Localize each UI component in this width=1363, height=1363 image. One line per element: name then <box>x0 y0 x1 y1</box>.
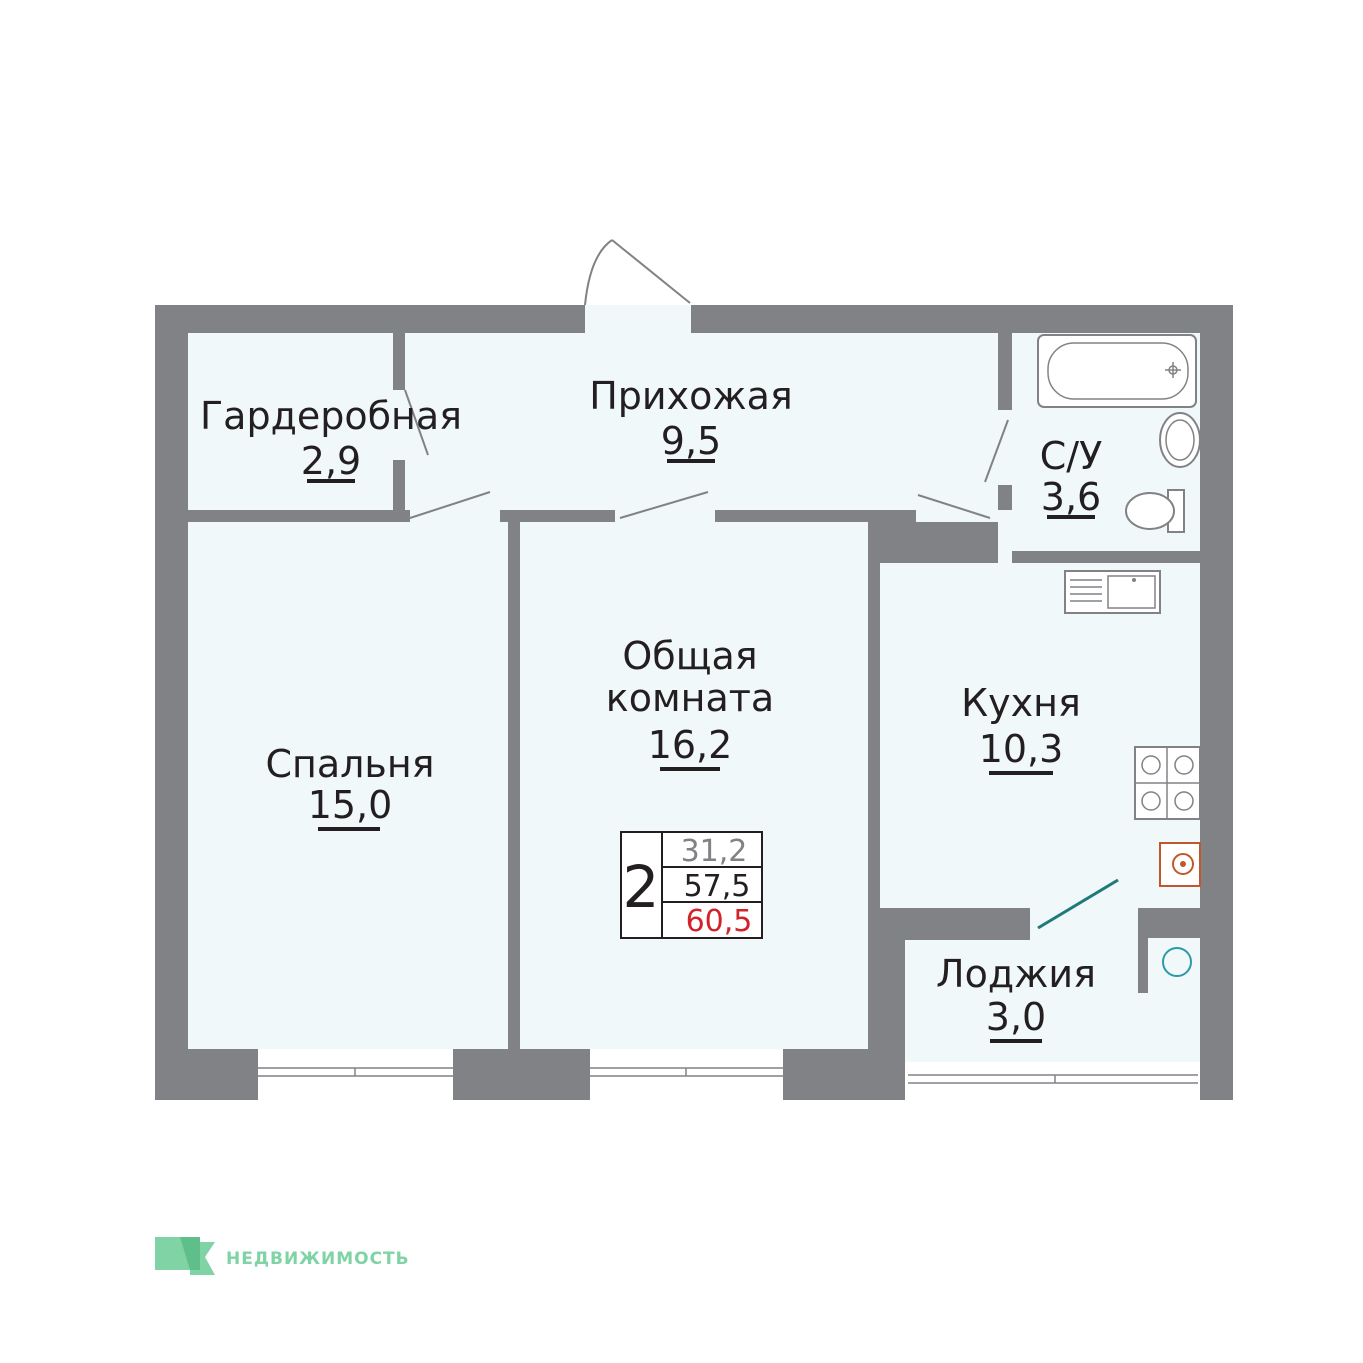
bedroom-door <box>409 491 491 519</box>
kitchen-notch-floor <box>998 510 1012 563</box>
wardrobe-area: 2,9 <box>301 439 361 483</box>
entrance-door <box>611 239 691 304</box>
doors <box>404 239 1119 930</box>
wardrobe-door <box>404 389 429 456</box>
bedroom-floor <box>188 522 508 1049</box>
boiler-icon <box>1159 842 1201 887</box>
kitchen-sink-icon <box>1064 570 1161 614</box>
wardrobe-name: Гардеробная <box>200 394 462 438</box>
living-name-line1: Общая <box>622 634 757 678</box>
hall-entry-floor <box>585 305 691 335</box>
loggia-door <box>1037 878 1119 930</box>
room-labels: Гардеробная 2,9 Прихожая 9,5 С/У 3,6 Общ… <box>200 374 1103 1043</box>
kitchen-floor <box>880 563 1200 908</box>
rooms-count: 2 <box>623 853 660 921</box>
bathtub-icon <box>1037 334 1197 408</box>
kitchen-area: 10,3 <box>979 727 1064 771</box>
bathroom-name: С/У <box>1040 434 1103 478</box>
room-floors <box>188 305 1200 1062</box>
living-door <box>619 491 709 519</box>
living-area: 16,2 <box>648 723 733 767</box>
wardrobe-floor <box>188 333 393 510</box>
bedroom-name: Спальня <box>265 742 434 786</box>
hall-name: Прихожая <box>589 374 793 418</box>
loggia-area: 3,0 <box>986 995 1046 1039</box>
bathroom-door <box>984 419 1009 483</box>
hall-floor <box>405 333 998 510</box>
brand-logo: НЕДВИЖИМОСТЬ <box>155 1237 410 1275</box>
bathroom-area: 3,6 <box>1041 475 1101 519</box>
living-floor <box>520 522 868 1049</box>
area-summary: 2 31,2 57,5 60,5 <box>620 831 763 939</box>
kitchen-door <box>917 494 991 519</box>
loggia-name: Лоджия <box>936 952 1096 996</box>
total-with-loggia: 60,5 <box>686 904 753 939</box>
living-area-total: 31,2 <box>681 834 748 869</box>
windows <box>258 1049 1200 1100</box>
bathroom-fixtures <box>1037 334 1201 533</box>
total-area: 57,5 <box>684 869 751 904</box>
kitchen-name: Кухня <box>961 681 1081 725</box>
brand-name: НЕДВИЖИМОСТЬ <box>226 1249 410 1269</box>
bedroom-area: 15,0 <box>308 783 393 827</box>
hall-area: 9,5 <box>661 419 721 463</box>
riser-icon <box>1162 947 1192 977</box>
kitchen-fixtures <box>1064 570 1201 977</box>
living-name-line2: комната <box>606 676 774 720</box>
